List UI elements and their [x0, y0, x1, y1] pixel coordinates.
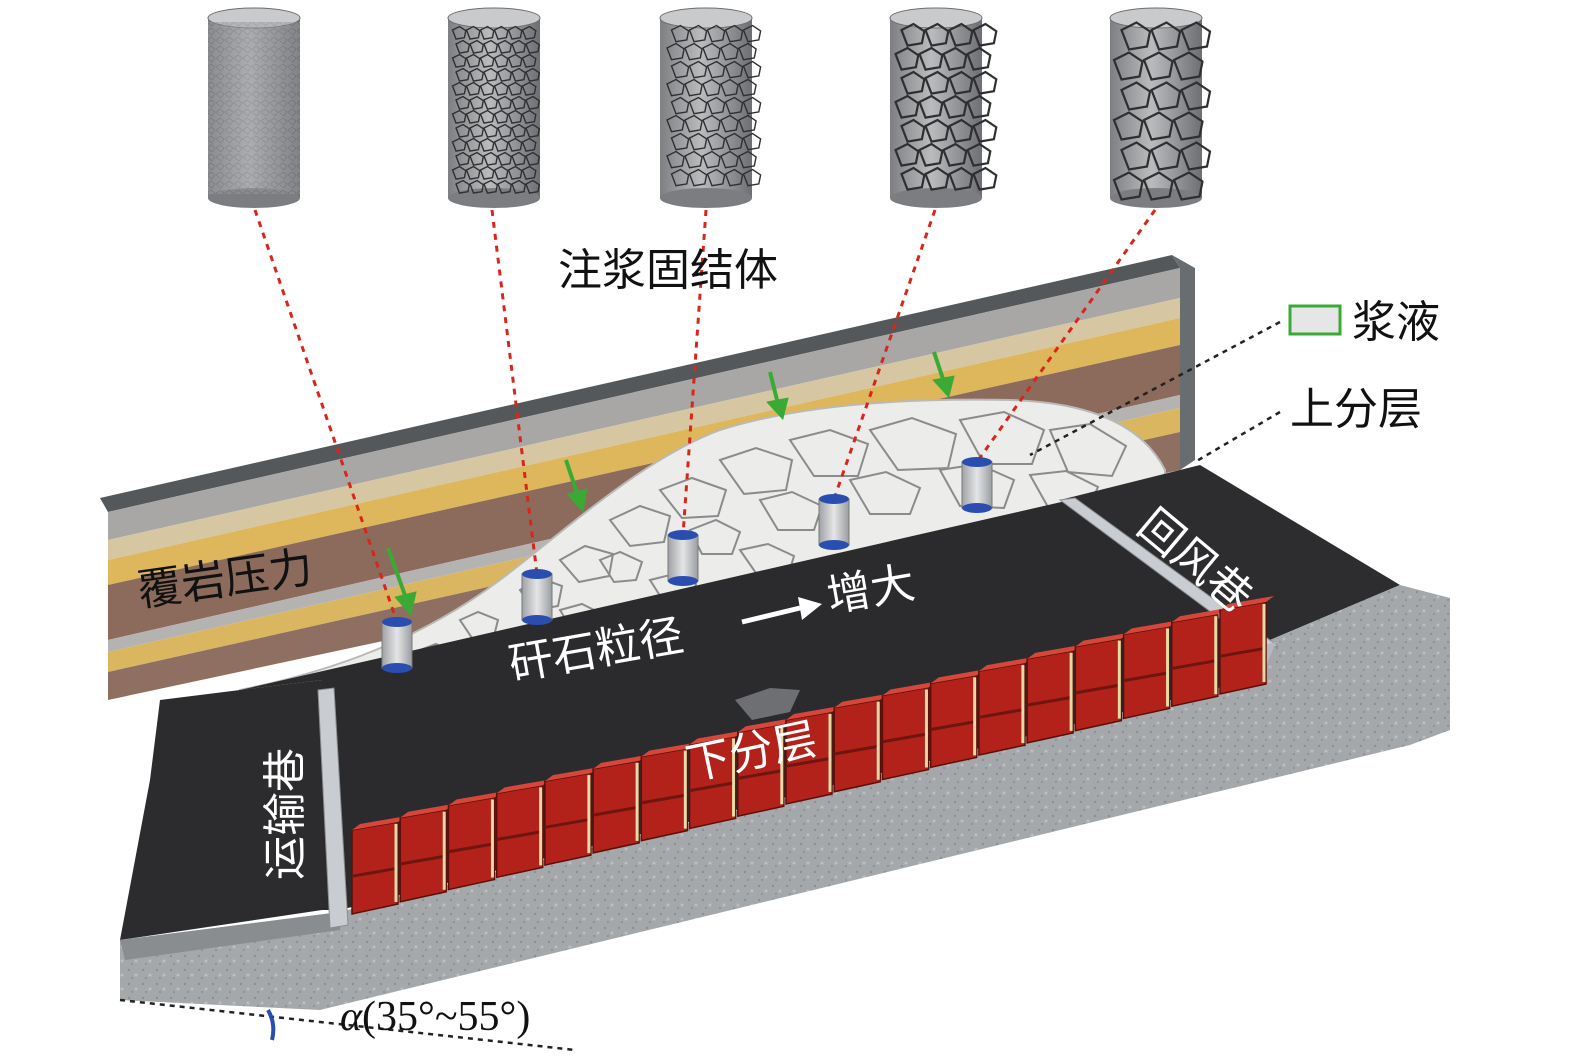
angle-baseline	[119, 998, 576, 1052]
hydraulic-support	[1171, 608, 1226, 708]
leader-line-4	[832, 209, 937, 500]
stratum-yellow-1	[108, 318, 1180, 585]
grouted-specimen-cylinder-icon	[447, 7, 541, 208]
hydraulic-support	[833, 693, 889, 793]
grouted-specimen-cylinder-icon	[1109, 7, 1212, 208]
grouted-specimen-cylinder-icon	[659, 7, 762, 208]
stratum-grey-1	[108, 268, 1180, 540]
front-edge	[120, 912, 340, 960]
slurry-cylinders	[381, 457, 993, 673]
angle-range: (35°~55°)	[362, 994, 530, 1040]
hydraulic-support	[399, 803, 455, 903]
slurry-swatch-icon	[1288, 304, 1342, 336]
return-airway-surface	[1060, 465, 1400, 640]
hydraulic-support	[544, 767, 599, 867]
hydraulic-support	[640, 742, 696, 842]
hydraulic-support	[1026, 644, 1082, 744]
hydraulic-support	[978, 657, 1033, 757]
upper-slice-leader	[1194, 410, 1281, 464]
strata-end-face	[1172, 255, 1195, 470]
transport-roadway-label: 运输巷	[260, 748, 311, 880]
slurry-cylinder	[818, 494, 850, 550]
grout-body-label: 注浆固结体	[558, 245, 778, 296]
white-arrow-right-icon	[741, 597, 822, 625]
slurry-cylinder	[667, 530, 699, 586]
grouted-specimen-cylinder-icon	[889, 7, 998, 208]
pressure-arrows	[386, 351, 955, 617]
grouted-specimen-cylinder-icon	[207, 7, 301, 208]
slurry-cylinder	[521, 569, 553, 625]
hydraulic-support	[688, 730, 744, 830]
hydraulic-support	[1074, 632, 1130, 732]
slurry-cylinder	[381, 617, 413, 673]
angle-symbol: α	[340, 994, 363, 1040]
hydraulic-supports	[351, 596, 1274, 915]
transport-roadway-surface	[120, 680, 322, 940]
green-arrow-icon	[564, 459, 588, 513]
hydraulic-support	[592, 754, 648, 854]
leader-line-1	[253, 209, 399, 623]
transport-wall	[317, 687, 349, 929]
specimen-cylinders	[207, 7, 1212, 208]
leader-lines	[253, 209, 1157, 623]
hydraulic-support	[785, 706, 840, 805]
hydraulic-support	[1219, 596, 1274, 695]
hydraulic-support	[929, 669, 985, 769]
grey-block-fragment	[735, 688, 800, 720]
angle-label: α(35°~55°)	[340, 994, 530, 1040]
front-concrete-face	[120, 598, 1450, 1010]
hydraulic-support	[351, 816, 406, 915]
legend-slurry-label: 浆液	[1352, 297, 1440, 348]
roof-top-face	[100, 255, 1180, 512]
green-arrow-icon	[932, 351, 955, 399]
upper-slice-label: 上分层	[1290, 384, 1422, 435]
angle-arc	[266, 1009, 276, 1041]
legend-leaders	[119, 320, 1281, 1052]
hydraulic-support	[737, 718, 792, 818]
hydraulic-support	[1122, 620, 1178, 720]
leader-line-5	[975, 209, 1157, 463]
slurry-cylinder	[961, 457, 993, 513]
hydraulic-support	[447, 791, 503, 891]
hydraulic-support	[495, 779, 551, 879]
green-arrow-icon	[766, 371, 789, 421]
slurry-leader	[1029, 320, 1281, 457]
stratum-sand-1	[108, 298, 1180, 560]
hydraulic-support	[881, 681, 937, 781]
leader-line-2	[490, 209, 539, 575]
green-arrow-icon	[386, 547, 417, 617]
